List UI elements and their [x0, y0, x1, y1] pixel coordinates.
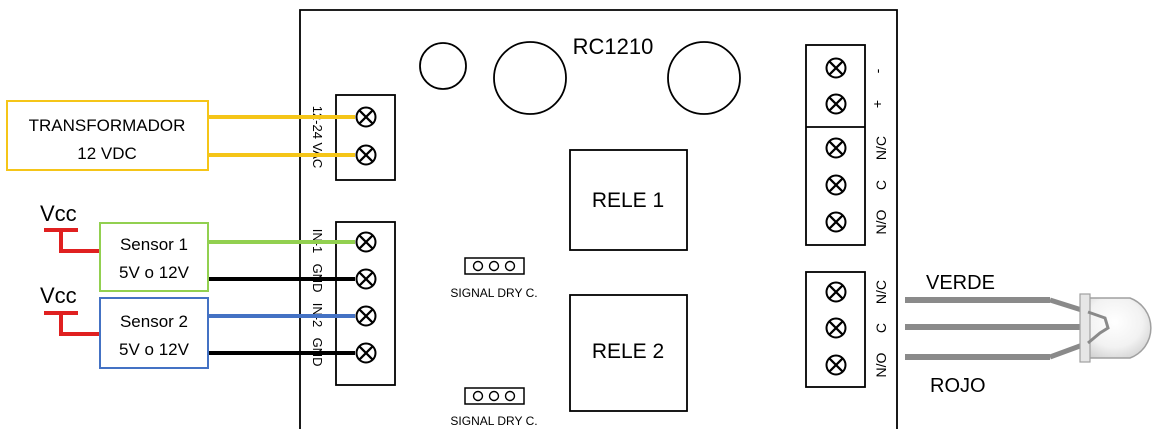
sensor-2-name: Sensor 2	[120, 312, 188, 331]
relay1-label-c: C	[873, 180, 889, 190]
relay2-label-no: N/O	[873, 352, 889, 377]
sensor-1: Vcc Sensor 1 5V o 12V	[40, 201, 209, 292]
relay2-label-nc: N/C	[873, 280, 889, 304]
sensor-2-vcc-wire	[44, 311, 100, 336]
rgb-led: VERDE ROJO	[905, 272, 1152, 397]
screw-terminal-icon	[825, 57, 847, 79]
screw-terminal-icon	[355, 106, 377, 128]
screw-terminal-icon	[825, 211, 847, 233]
relay1-label-no: N/O	[873, 209, 889, 234]
buzzer-circle-right	[667, 41, 741, 115]
sensor-2-voltage: 5V o 12V	[119, 340, 190, 359]
sensor-1-vcc-label: Vcc	[40, 201, 77, 226]
screw-terminal-icon	[825, 137, 847, 159]
led-green-label: VERDE	[926, 272, 995, 294]
out-label-plus: +	[869, 100, 885, 108]
sensor-1-name: Sensor 1	[120, 235, 188, 254]
mounting-hole	[419, 42, 467, 90]
controller-board: RC1210 RELE 1 RELE 2 SIGNAL DRY C. SIGNA…	[299, 9, 898, 429]
screw-terminal-icon	[825, 354, 847, 376]
screw-terminal-icon	[825, 281, 847, 303]
sensor-2-vcc-label: Vcc	[40, 283, 77, 308]
sensor-1-vcc-wire	[44, 228, 100, 253]
screw-terminal-icon	[355, 231, 377, 253]
screw-terminals	[355, 57, 847, 376]
screw-terminal-icon	[355, 268, 377, 290]
power-terminal-block: 12-24 VAC	[310, 94, 396, 181]
transformer: TRANSFORMADOR 12 VDC	[6, 100, 209, 171]
relay-2: RELE 2	[569, 294, 688, 412]
screw-terminal-icon	[355, 305, 377, 327]
screw-terminal-icon	[355, 144, 377, 166]
led-body	[1084, 297, 1152, 359]
sensor-1-voltage: 5V o 12V	[119, 263, 190, 282]
jumper-2-label: SIGNAL DRY C.	[450, 414, 537, 428]
relay-1: RELE 1	[569, 149, 688, 251]
buzzer-circle-left	[493, 41, 567, 115]
screw-terminal-icon	[825, 174, 847, 196]
relay-1-label: RELE 1	[592, 189, 664, 212]
screw-terminal-icon	[825, 317, 847, 339]
board-title: RC1210	[573, 34, 654, 59]
relay2-label-c: C	[873, 323, 889, 333]
led-red-label: ROJO	[930, 375, 986, 397]
screw-terminal-icon	[825, 93, 847, 115]
relay1-label-nc: N/C	[873, 136, 889, 160]
jumper-2: SIGNAL DRY C.	[450, 387, 538, 428]
power-terminal-label: 12-24 VAC	[310, 106, 325, 169]
relay-2-label: RELE 2	[592, 340, 664, 363]
wires	[208, 115, 355, 355]
input-terminal-block: IN-1 GND IN-2 GND	[310, 221, 396, 386]
out-label-minus: -	[869, 68, 885, 73]
screw-terminal-icon	[355, 342, 377, 364]
jumper-1-label: SIGNAL DRY C.	[450, 286, 537, 300]
jumper-1: SIGNAL DRY C.	[450, 257, 538, 300]
sensor-2: Vcc Sensor 2 5V o 12V	[40, 283, 209, 369]
transformer-line2: 12 VDC	[77, 144, 137, 163]
transformer-line1: TRANSFORMADOR	[29, 116, 186, 135]
right-terminal-block-bottom: N/C C N/O	[805, 271, 889, 388]
